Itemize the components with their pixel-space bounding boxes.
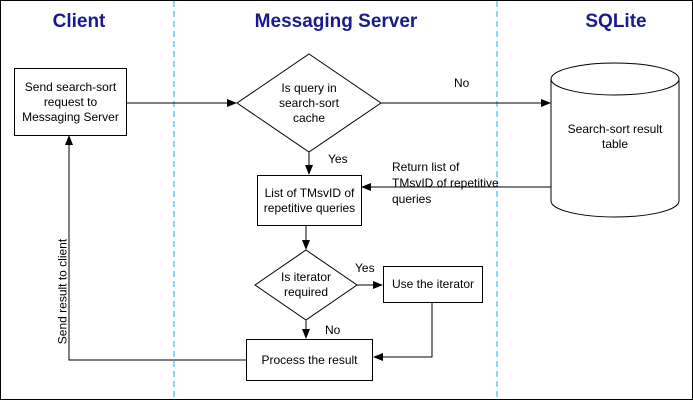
edge-label-yes-to-iterator: Yes <box>355 261 375 275</box>
edge-label-return-list: Return list of TMsvID of repetitive quer… <box>392 160 499 206</box>
edge-label-send-result: Send result to client <box>55 238 70 345</box>
arrow-process-to-client <box>65 135 246 361</box>
lane-title-sqlite: SQLite <box>585 11 647 32</box>
process-use-iterator: Use the iterator <box>383 266 483 303</box>
database-cylinder <box>550 62 680 218</box>
process-list-tmsvid: List of TMsvID of repetitive queries <box>257 175 362 226</box>
database-text-result-table: Search-sort result table <box>567 122 663 151</box>
edge-label-no-to-sqlite: No <box>454 76 470 90</box>
lane-title-messaging-server: Messaging Server <box>254 11 418 32</box>
edge-label-yes-to-list: Yes <box>328 152 348 166</box>
process-send-request: Send search-sort request to Messaging Se… <box>14 68 127 136</box>
edge-label-no-to-process: No <box>325 323 341 337</box>
decision-text-query-cache: Is query in search-sort cache <box>278 81 340 125</box>
arrow-use-iterator-to-process <box>373 303 433 361</box>
process-result: Process the result <box>246 339 373 381</box>
lane-title-client: Client <box>52 11 106 32</box>
decision-text-iterator: Is iterator required <box>280 270 331 299</box>
